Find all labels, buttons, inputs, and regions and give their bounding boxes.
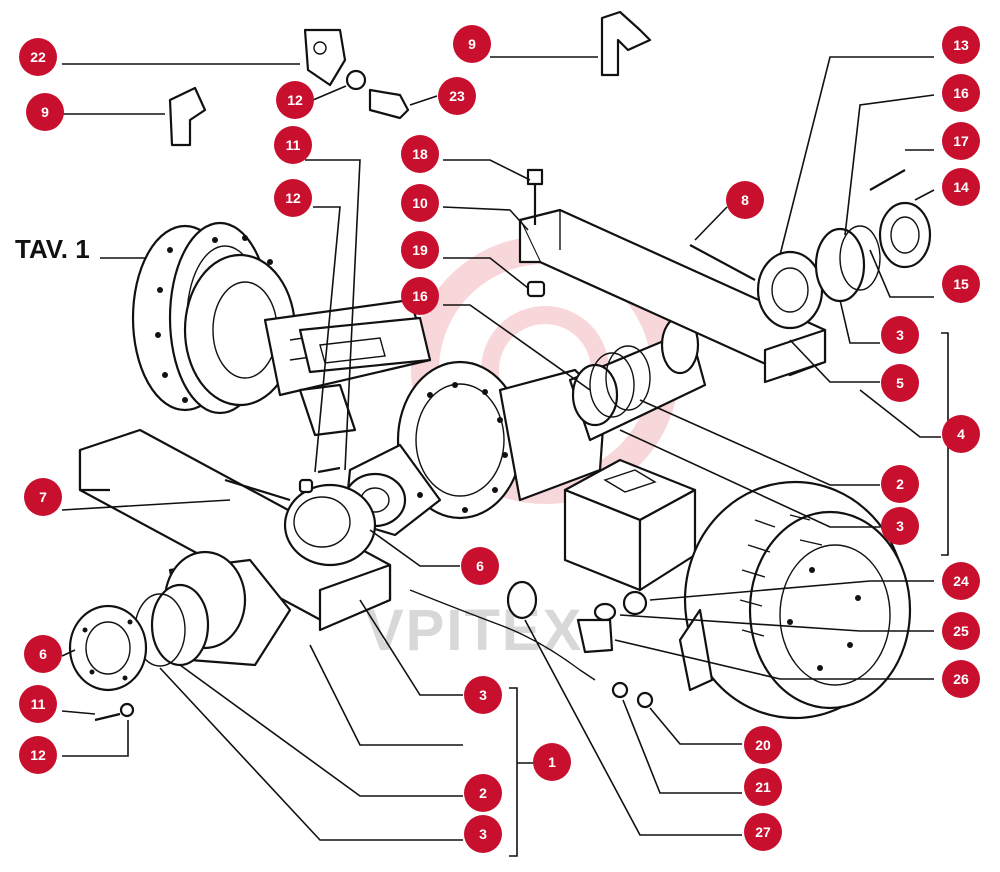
callout-6-center: 6 (461, 547, 499, 585)
svg-text:13: 13 (953, 37, 969, 53)
callout-9-top: 9 (453, 25, 491, 63)
callout-2-right: 2 (881, 465, 919, 503)
left-spring-plate (298, 316, 432, 437)
callout-4: 4 (942, 415, 980, 453)
svg-text:24: 24 (953, 573, 969, 589)
svg-text:27: 27 (755, 824, 771, 840)
watermark-text: VPITEX (365, 598, 583, 663)
svg-text:14: 14 (953, 179, 969, 195)
callout-7: 7 (24, 478, 62, 516)
callout-17: 17 (942, 122, 980, 160)
svg-text:3: 3 (479, 687, 487, 703)
svg-text:18: 18 (412, 146, 428, 162)
svg-text:4: 4 (957, 426, 965, 442)
svg-text:6: 6 (476, 558, 484, 574)
callout-badges: 22 9 12 23 9 13 16 11 17 18 12 14 10 8 1… (19, 25, 980, 853)
lower-left-beam (78, 428, 392, 632)
callout-5: 5 (881, 364, 919, 402)
callout-16: 16 (942, 74, 980, 112)
svg-text:12: 12 (287, 92, 303, 108)
svg-text:23: 23 (449, 88, 465, 104)
svg-text:26: 26 (953, 671, 969, 687)
callout-8: 8 (726, 181, 764, 219)
callout-3-lower-a: 3 (464, 676, 502, 714)
callout-11: 11 (274, 126, 312, 164)
callout-2-left: 2 (464, 774, 502, 812)
svg-text:10: 10 (412, 195, 428, 211)
callout-13: 13 (942, 26, 980, 64)
callout-12-mid: 12 (274, 179, 312, 217)
svg-text:11: 11 (31, 696, 46, 712)
callout-26: 26 (942, 660, 980, 698)
svg-text:16: 16 (953, 85, 969, 101)
callout-22: 22 (19, 38, 57, 76)
fittings (94, 10, 756, 722)
callout-6-left: 6 (24, 635, 62, 673)
plate-title: TAV. 1 (15, 234, 90, 264)
svg-text:19: 19 (412, 242, 428, 258)
hub-cap-assembly (756, 169, 932, 330)
svg-text:25: 25 (953, 623, 969, 639)
callout-9: 9 (26, 93, 64, 131)
callout-18: 18 (401, 135, 439, 173)
callout-3-lower-b: 3 (464, 815, 502, 853)
callout-15: 15 (942, 265, 980, 303)
callout-12: 12 (276, 81, 314, 119)
lower-left-housing (68, 550, 292, 692)
svg-text:9: 9 (41, 104, 49, 120)
svg-text:15: 15 (953, 276, 969, 292)
leader-lines (61, 56, 949, 857)
callout-19: 19 (401, 231, 439, 269)
svg-text:17: 17 (953, 133, 969, 149)
callout-24: 24 (942, 562, 980, 600)
callout-12-left: 12 (19, 736, 57, 774)
callout-3-upper: 3 (881, 316, 919, 354)
svg-text:22: 22 (30, 49, 46, 65)
svg-text:3: 3 (896, 327, 904, 343)
callout-21: 21 (744, 768, 782, 806)
callout-11-left: 11 (19, 685, 57, 723)
callout-27: 27 (744, 813, 782, 851)
svg-text:9: 9 (468, 36, 476, 52)
callout-25: 25 (942, 612, 980, 650)
bearing-cup (283, 483, 377, 567)
callout-16-mid: 16 (401, 277, 439, 315)
left-wheel-hub (131, 221, 432, 415)
svg-text:12: 12 (285, 190, 301, 206)
svg-text:1: 1 (548, 754, 556, 770)
svg-text:6: 6 (39, 646, 47, 662)
svg-text:5: 5 (896, 375, 904, 391)
callout-20: 20 (744, 726, 782, 764)
svg-text:11: 11 (286, 137, 301, 153)
svg-text:7: 7 (39, 489, 47, 505)
callout-14: 14 (942, 168, 980, 206)
svg-text:12: 12 (30, 747, 46, 763)
callout-10: 10 (401, 184, 439, 222)
svg-text:20: 20 (755, 737, 771, 753)
svg-text:2: 2 (479, 785, 487, 801)
svg-text:8: 8 (741, 192, 749, 208)
right-spring-plate (563, 458, 697, 592)
right-wheel-hub (678, 480, 912, 720)
svg-text:21: 21 (755, 779, 771, 795)
upper-right-beam (518, 208, 827, 384)
callout-1: 1 (533, 743, 571, 781)
callout-23: 23 (438, 77, 476, 115)
svg-text:3: 3 (896, 518, 904, 534)
callout-3-right: 3 (881, 507, 919, 545)
right-axle-tube (568, 315, 707, 442)
svg-text:2: 2 (896, 476, 904, 492)
svg-text:16: 16 (412, 288, 428, 304)
svg-text:3: 3 (479, 826, 487, 842)
